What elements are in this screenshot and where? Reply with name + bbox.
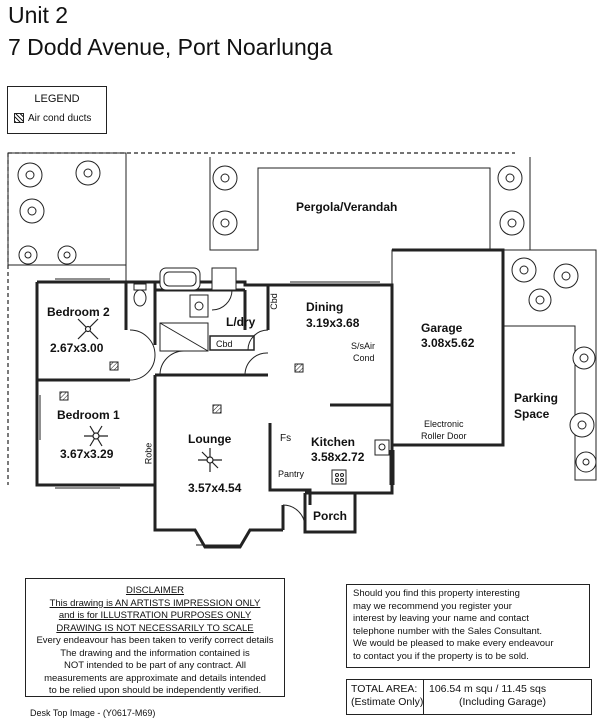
contact-line: telephone number with the Sales Consulta…	[353, 625, 543, 637]
roller-door-label-2: Roller Door	[421, 431, 467, 441]
contact-line: to contact you if the property is to be …	[353, 650, 529, 662]
dining-name: Dining	[306, 300, 344, 314]
bedroom2-size: 2.67x3.00	[50, 341, 104, 355]
total-area-note: (Including Garage)	[459, 696, 546, 708]
legend-title: LEGEND	[34, 93, 80, 105]
pantry-label: Pantry	[278, 469, 305, 479]
garage-size: 3.08x5.62	[421, 336, 475, 350]
cupboard-label-dining: Cbd	[268, 293, 279, 310]
contact-line: interest by leaving your name and contac…	[353, 613, 529, 624]
air-ducts	[59, 361, 304, 414]
disclaimer-line: The drawing and the information containe…	[60, 647, 250, 659]
total-area-values: 106.54 m squ / 11.45 sqs (Including Gara…	[429, 683, 546, 709]
air-duct-icon	[14, 113, 24, 124]
windows	[35, 278, 395, 546]
disclaimer-line: NOT intended to be part of any contract.…	[63, 660, 246, 671]
disclaimer-line: measurements are approximate and details…	[44, 672, 266, 684]
door-swings	[129, 289, 306, 528]
kitchen-name: Kitchen	[311, 435, 356, 449]
disclaimer-title: DISCLAIMER	[125, 585, 185, 596]
robe-label: Robe	[143, 442, 154, 465]
garage-name: Garage	[421, 321, 463, 335]
garden-shrubs	[17, 160, 597, 473]
pergola-label: Pergola/Verandah	[296, 200, 398, 214]
contact-line: may we recommend you register your	[353, 600, 512, 612]
fixtures	[133, 267, 390, 485]
ceiling-fans	[77, 318, 222, 472]
lounge-name: Lounge	[188, 432, 232, 446]
contact-box: Should you find this property interestin…	[346, 584, 590, 668]
fridge-space-label: Fs	[280, 433, 292, 444]
air-cond-label-2: Cond	[353, 353, 375, 363]
total-area-estimate-label: (Estimate Only)	[351, 696, 424, 708]
porch-label: Porch	[313, 509, 348, 523]
lounge-size: 3.57x4.54	[188, 481, 242, 495]
legend: LEGEND Air cond ducts	[7, 86, 107, 134]
laundry-label: L/dry	[226, 315, 256, 329]
parking-label-1: Parking	[514, 391, 559, 405]
address-line-1: Unit 2	[8, 2, 69, 28]
bedroom2-name: Bedroom 2	[47, 305, 110, 319]
address-line-2: 7 Dodd Avenue, Port Noarlunga	[8, 34, 333, 60]
bedroom1-name: Bedroom 1	[57, 408, 120, 422]
total-area-labels: TOTAL AREA: (Estimate Only)	[351, 683, 423, 709]
cupboard-label-laundry: Cbd	[216, 339, 233, 349]
roller-door-label-1: Electronic	[424, 419, 464, 429]
contact-line: We would be pleased to make every endeav…	[353, 638, 554, 649]
legend-item: Air cond ducts	[14, 113, 91, 124]
bedroom1-size: 3.67x3.29	[60, 447, 114, 461]
disclaimer-line: DRAWING IS NOT NECESSARILY TO SCALE	[56, 622, 254, 634]
kitchen-size: 3.58x2.72	[311, 450, 365, 464]
disclaimer-box: DISCLAIMER This drawing is AN ARTISTS IM…	[25, 578, 285, 697]
disclaimer-line: to be relied upon should be independentl…	[48, 685, 262, 696]
dining-size: 3.19x3.68	[306, 316, 360, 330]
disclaimer-line: and is for ILLUSTRATION PURPOSES ONLY	[58, 610, 252, 621]
total-area-label: TOTAL AREA:	[351, 683, 418, 695]
disclaimer-line: Every endeavour has been taken to verify…	[36, 635, 274, 646]
total-area-divider	[423, 680, 424, 714]
garden-outlines	[7, 152, 597, 481]
disclaimer-line: This drawing is AN ARTISTS IMPRESSION ON…	[49, 597, 261, 609]
parking-label-2: Space	[514, 407, 550, 421]
garage-outline	[391, 249, 504, 446]
air-cond-label-1: S/sAir	[351, 341, 376, 351]
image-reference: Desk Top Image - (Y0617-M69)	[30, 708, 156, 718]
total-area-value: 106.54 m squ / 11.45 sqs	[429, 683, 547, 695]
contact-line: Should you find this property interestin…	[353, 588, 520, 599]
total-area-box: TOTAL AREA: (Estimate Only) 106.54 m squ…	[346, 679, 592, 715]
legend-item-label: Air cond ducts	[28, 113, 92, 124]
